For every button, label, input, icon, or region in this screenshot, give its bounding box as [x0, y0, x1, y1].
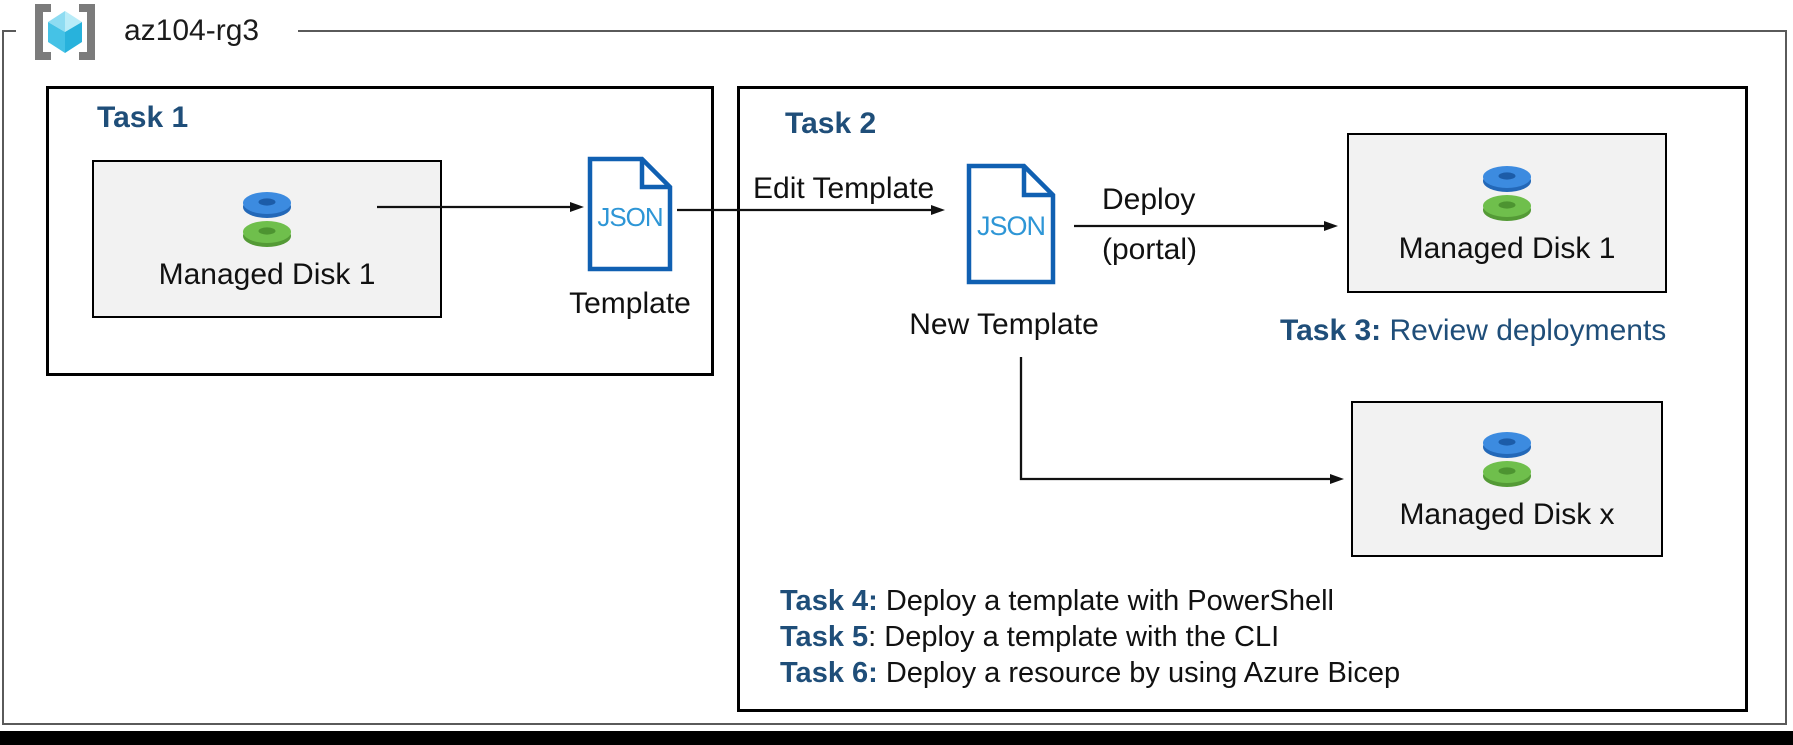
resource-group-name: az104-rg3	[124, 14, 260, 47]
managed-disk-icon	[1480, 427, 1534, 491]
task3-label: Task 3:	[1280, 314, 1382, 347]
managed-disk-x-box: Managed Disk x	[1351, 401, 1663, 557]
task5-label: Task 5	[780, 621, 869, 653]
task4-text: Task 4: Deploy a template with PowerShel…	[780, 584, 1334, 618]
task6-text: Task 6: Deploy a resource by using Azure…	[780, 656, 1400, 690]
task5-description: : Deploy a template with the CLI	[868, 621, 1280, 653]
task5-text: Task 5: Deploy a template with the CLI	[780, 620, 1279, 654]
json-file-text: JSON	[597, 202, 663, 232]
new-template-caption: New Template	[909, 308, 1099, 341]
task1-heading: Task 1	[97, 101, 189, 134]
task3-description: Review deployments	[1381, 314, 1667, 347]
task4-description: Deploy a template with PowerShell	[877, 585, 1334, 617]
template-caption: Template	[569, 287, 691, 320]
managed-disk-1-box-task1: Managed Disk 1	[92, 160, 442, 318]
managed-disk-1-box-task2: Managed Disk 1	[1347, 133, 1667, 293]
legend-background	[16, 24, 298, 40]
resource-group-icon	[31, 3, 99, 61]
managed-disk-1-label: Managed Disk 1	[158, 258, 376, 291]
managed-disk-icon	[1480, 161, 1534, 225]
deploy-arrow-label: Deploy	[1102, 183, 1196, 216]
managed-disk-x-label: Managed Disk x	[1399, 498, 1615, 531]
json-template-file-icon	[587, 156, 673, 272]
task4-label: Task 4:	[780, 585, 878, 617]
managed-disk-icon	[240, 187, 294, 251]
task2-heading: Task 2	[785, 107, 877, 140]
bottom-black-bar	[0, 731, 1793, 745]
task6-label: Task 6:	[780, 657, 878, 689]
task6-description: Deploy a resource by using Azure Bicep	[877, 657, 1401, 689]
resource-group-box	[2, 30, 1787, 725]
deploy-portal-label: (portal)	[1102, 233, 1198, 266]
json-new-template-file-icon	[966, 163, 1056, 285]
bracket-right	[79, 4, 95, 60]
task3-text: Task 3: Review deployments	[1280, 314, 1666, 348]
managed-disk-1-deployed-label: Managed Disk 1	[1398, 232, 1616, 265]
bracket-left	[35, 4, 51, 60]
json-file-text-2: JSON	[976, 211, 1046, 241]
edit-template-arrow-label: Edit Template	[753, 172, 935, 205]
cube-glyph	[48, 11, 82, 53]
